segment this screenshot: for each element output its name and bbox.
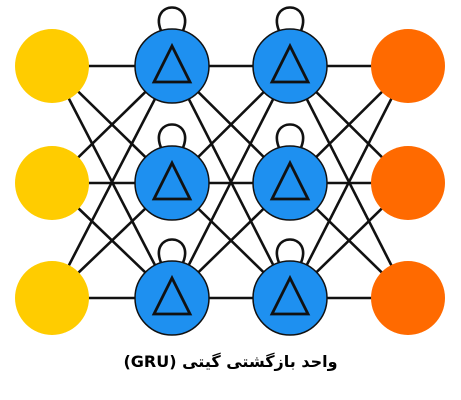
hidden-1-circle-1 — [134, 28, 210, 104]
gru-gate-triangle-icon — [151, 42, 193, 84]
hidden-1-node-1 — [134, 28, 210, 104]
network-nodes — [15, 28, 445, 336]
hidden-2-node-3 — [252, 260, 328, 336]
connection-edges — [50, 64, 410, 300]
self-loop-hidden-1-1 — [157, 6, 187, 34]
self-loops — [157, 6, 305, 266]
hidden-1-circle-2 — [134, 145, 210, 221]
gru-gate-triangle-icon — [269, 159, 311, 201]
self-loop-hidden-1-2 — [157, 123, 187, 151]
input-node-2 — [15, 146, 89, 220]
input-node-1 — [15, 29, 89, 103]
output-circle-2 — [371, 146, 445, 220]
gru-gate-triangle-icon — [151, 274, 193, 316]
output-node-3 — [371, 261, 445, 335]
output-circle-3 — [371, 261, 445, 335]
input-circle-2 — [15, 146, 89, 220]
output-circle-1 — [371, 29, 445, 103]
input-circle-1 — [15, 29, 89, 103]
gru-network-diagram — [15, 6, 445, 336]
diagram-caption: واحد بازگشتی گیتی (GRU) — [123, 352, 338, 371]
edge-hidden-2-3-to-output-1 — [288, 65, 410, 299]
input-node-3 — [15, 261, 89, 335]
edge-input-3-to-hidden-1-1 — [50, 65, 174, 299]
hidden-2-circle-2 — [252, 145, 328, 221]
gru-gate-triangle-icon — [151, 159, 193, 201]
output-node-1 — [371, 29, 445, 103]
self-loop-hidden-1-3 — [157, 238, 187, 266]
gru-gate-triangle-icon — [269, 42, 311, 84]
self-loop-hidden-2-1 — [275, 6, 305, 34]
input-circle-3 — [15, 261, 89, 335]
hidden-2-circle-3 — [252, 260, 328, 336]
hidden-1-circle-3 — [134, 260, 210, 336]
edge-hidden-1-3-to-hidden-2-1 — [170, 65, 292, 299]
self-loop-hidden-2-2 — [275, 123, 305, 151]
hidden-1-node-2 — [134, 145, 210, 221]
self-loop-hidden-2-3 — [275, 238, 305, 266]
hidden-1-node-3 — [134, 260, 210, 336]
hidden-2-node-1 — [252, 28, 328, 104]
hidden-2-circle-1 — [252, 28, 328, 104]
hidden-2-node-2 — [252, 145, 328, 221]
output-node-2 — [371, 146, 445, 220]
gru-gate-triangle-icon — [269, 274, 311, 316]
